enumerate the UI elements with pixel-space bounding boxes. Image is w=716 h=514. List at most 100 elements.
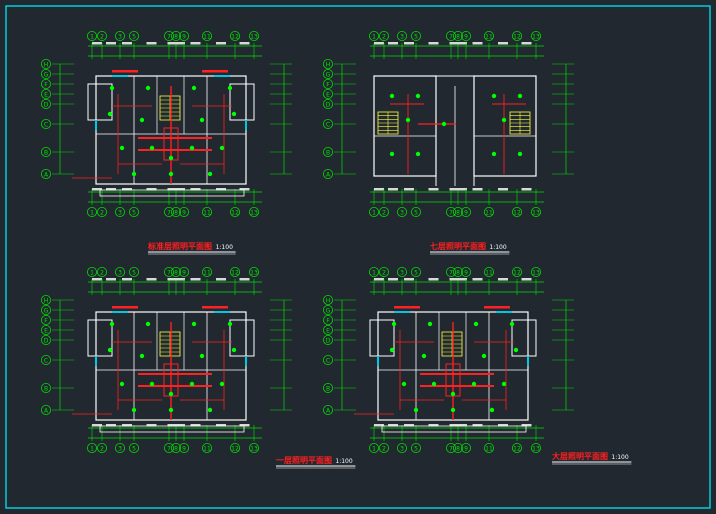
dimension-text-mark bbox=[122, 42, 132, 45]
axis-bubble-label: 9 bbox=[182, 445, 186, 452]
axis-bubble-bottom: 12 bbox=[511, 206, 522, 217]
axis-bubble-label: G bbox=[44, 307, 49, 314]
dimension-text-mark bbox=[449, 188, 460, 191]
axis-bubble-circle bbox=[40, 89, 51, 100]
axis-bubble-circle bbox=[461, 206, 472, 217]
axis-bubble-circle bbox=[461, 267, 472, 277]
axis-bubble-left: A bbox=[322, 168, 333, 179]
axis-bubble-top: 1 bbox=[87, 267, 98, 277]
axis-bubble-left: H bbox=[40, 59, 51, 70]
dimension-text-mark bbox=[92, 42, 102, 45]
axis-bubble-label: 11 bbox=[485, 209, 493, 216]
wiring bbox=[390, 94, 526, 174]
light-fixture bbox=[415, 93, 421, 99]
light-fixture bbox=[389, 151, 395, 157]
axis-bubble-label: C bbox=[326, 357, 330, 364]
wiring bbox=[72, 306, 232, 420]
axis-bubble-circle bbox=[229, 442, 240, 453]
axis-bubble-left: A bbox=[40, 168, 51, 179]
axis-bubble-label: 2 bbox=[382, 209, 386, 216]
axis-bubble-circle bbox=[322, 335, 333, 346]
dimension-text-mark bbox=[106, 188, 116, 191]
dimension-text-mark bbox=[498, 188, 508, 191]
axis-bubble-circle bbox=[369, 267, 380, 277]
axis-bubble-label: H bbox=[326, 61, 331, 68]
light-fixture bbox=[168, 155, 174, 161]
dimension-text-mark bbox=[239, 424, 250, 427]
axis-bubble-top: 2 bbox=[97, 31, 108, 41]
dimension-text-mark bbox=[404, 42, 414, 45]
dimension-text-mark bbox=[428, 424, 439, 427]
axis-bubble-left: F bbox=[40, 315, 51, 326]
axis-bubble-bottom: 2 bbox=[379, 206, 390, 217]
axis-bubble-bottom: 11 bbox=[201, 442, 212, 453]
axis-bubble-left: E bbox=[322, 89, 333, 100]
dimension-text-mark bbox=[472, 424, 483, 427]
axis-bubble-label: B bbox=[44, 149, 48, 156]
axis-bubble-circle bbox=[511, 267, 522, 277]
axis-bubble-circle bbox=[511, 442, 522, 453]
dimension-text-mark bbox=[388, 278, 398, 281]
axis-bubble-label: 9 bbox=[182, 209, 186, 216]
wall-balcony bbox=[99, 189, 245, 197]
dimension-text-mark bbox=[106, 42, 116, 45]
axis-bubble-circle bbox=[248, 31, 259, 41]
axis-bubble-label: 9 bbox=[464, 445, 468, 452]
wall-balcony bbox=[381, 425, 527, 433]
axis-bubble-circle bbox=[40, 355, 51, 366]
axis-bubble-left: E bbox=[40, 325, 51, 336]
axis-bubble-top: 11 bbox=[483, 31, 494, 41]
axis-bubble-circle bbox=[129, 31, 140, 41]
wall-bay-left bbox=[87, 319, 113, 357]
axis-bubble-left: C bbox=[322, 119, 333, 130]
axis-bubble-label: 7 bbox=[449, 33, 453, 40]
drawing-scale: 1:100 bbox=[611, 454, 628, 461]
axis-bubble-label: 8 bbox=[456, 209, 460, 216]
light-fixture bbox=[168, 391, 174, 397]
axis-bubble-label: 11 bbox=[485, 269, 493, 276]
axis-bubble-label: 3 bbox=[118, 269, 122, 276]
axis-bubble-top: 1 bbox=[369, 267, 380, 277]
axis-bubble-label: 7 bbox=[167, 269, 171, 276]
dimension-text-mark bbox=[92, 278, 102, 281]
axis-bubble-label: 11 bbox=[203, 209, 211, 216]
dimension-text-mark bbox=[122, 278, 132, 281]
axis-bubble-label: 12 bbox=[513, 269, 521, 276]
axis-bubble-label: F bbox=[326, 81, 330, 88]
axis-bubble-bottom: 12 bbox=[229, 442, 240, 453]
dimension-text-mark bbox=[146, 42, 157, 45]
dimension-text-mark bbox=[428, 278, 439, 281]
axis-bubble-circle bbox=[461, 442, 472, 453]
axis-bubble-top: 3 bbox=[115, 267, 126, 277]
light-fixture bbox=[509, 321, 515, 327]
axis-bubble-label: 5 bbox=[414, 33, 418, 40]
axis-bubble-label: 13 bbox=[250, 33, 258, 40]
dimension-text-mark bbox=[457, 278, 467, 281]
axis-bubble-left: D bbox=[40, 335, 51, 346]
axis-grid-right bbox=[270, 63, 292, 175]
axis-bubble-label: E bbox=[44, 327, 48, 334]
axis-bubble-label: 1 bbox=[372, 445, 376, 452]
axis-bubble-left: G bbox=[40, 69, 51, 80]
axis-bubble-label: 1 bbox=[90, 269, 94, 276]
axis-bubble-label: 2 bbox=[382, 445, 386, 452]
axis-bubble-circle bbox=[97, 442, 108, 453]
light-fixture bbox=[119, 145, 125, 151]
axis-bubble-circle bbox=[322, 383, 333, 394]
light-fixture bbox=[109, 85, 115, 91]
axis-bubble-label: 5 bbox=[414, 445, 418, 452]
axis-bubble-circle bbox=[97, 31, 108, 41]
drawing-scale: 1:100 bbox=[489, 244, 506, 251]
axis-bubble-circle bbox=[379, 442, 390, 453]
axis-bubble-bottom: 9 bbox=[179, 206, 190, 217]
axis-bubble-bottom: 7 bbox=[164, 206, 175, 217]
dimension-text-mark bbox=[521, 42, 532, 45]
axis-bubble-circle bbox=[87, 267, 98, 277]
dimension-text-mark bbox=[472, 42, 483, 45]
dimension-text-mark bbox=[190, 188, 201, 191]
axis-bubble-circle bbox=[87, 31, 98, 41]
